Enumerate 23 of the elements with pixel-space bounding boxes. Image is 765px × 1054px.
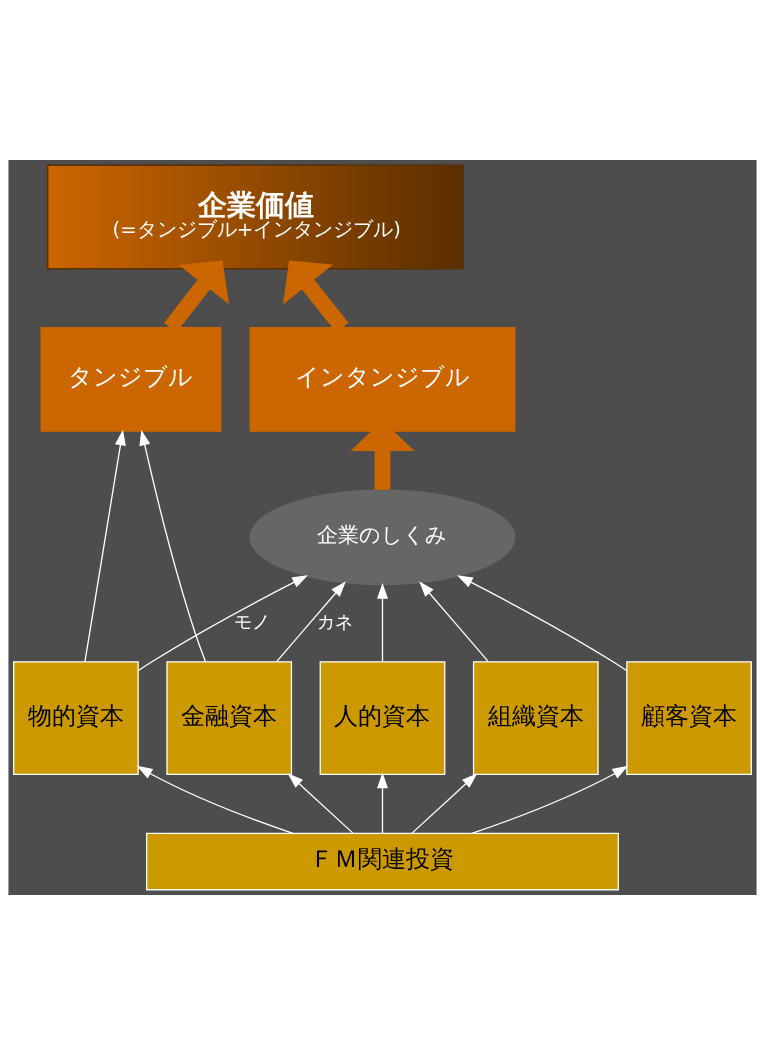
- node-box: 企業価値 (=タンジブル+インタンジブル): [47, 164, 464, 269]
- node-box: 物的資本: [13, 660, 139, 775]
- edge-label: カネ: [316, 610, 353, 632]
- arrow: [419, 580, 489, 662]
- arrow: [411, 772, 478, 834]
- arrow: [136, 765, 294, 834]
- arrow: [377, 582, 388, 662]
- arrow: [139, 429, 207, 662]
- node-box: 人的資本: [319, 660, 446, 775]
- arrow: [471, 765, 629, 834]
- node-box: 金融資本: [166, 660, 293, 775]
- node-box: 組織資本: [472, 660, 599, 775]
- node-box: インタンジブル: [249, 326, 516, 432]
- arrow: [377, 772, 388, 834]
- edge-label: モノ: [234, 610, 271, 632]
- arrow: [276, 580, 346, 662]
- arrow: [456, 574, 628, 671]
- node-box: 顧客資本: [626, 660, 752, 775]
- arrow: [84, 429, 126, 662]
- node-box: タンジブル: [40, 326, 222, 432]
- arrow: [287, 772, 354, 834]
- arrow: [137, 574, 309, 671]
- node-box: ＦＭ関連投資: [146, 832, 619, 890]
